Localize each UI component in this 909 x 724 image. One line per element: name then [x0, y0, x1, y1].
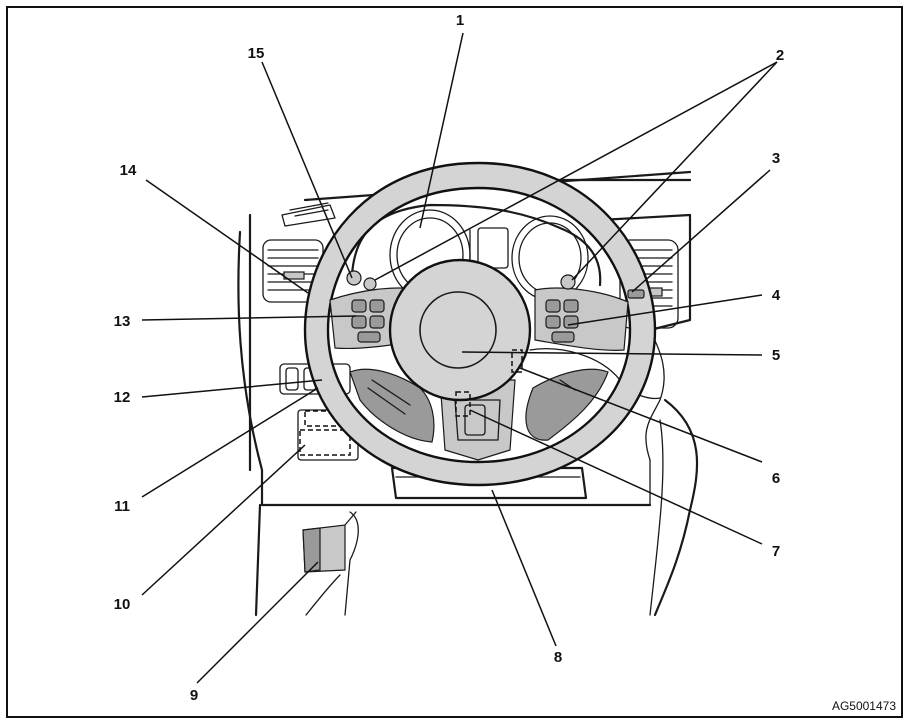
callout-11: 11	[114, 498, 130, 515]
callout-13: 13	[114, 313, 131, 330]
callout-7: 7	[772, 543, 780, 560]
callout-2: 2	[776, 47, 784, 64]
figure-id: AG5001473	[832, 699, 896, 713]
callout-5: 5	[772, 347, 780, 364]
callout-1: 1	[456, 12, 464, 29]
callout-6: 6	[772, 470, 780, 487]
callout-4: 4	[772, 287, 781, 304]
callout-3: 3	[772, 150, 780, 167]
callout-15: 15	[248, 45, 265, 62]
callout-9: 9	[190, 687, 198, 704]
callout-10: 10	[114, 596, 131, 613]
callout-8: 8	[554, 649, 562, 666]
callout-12: 12	[114, 389, 131, 406]
dashed-item-6	[511, 349, 523, 373]
callout-14: 14	[120, 162, 137, 179]
callout-labels: 1 2 3 4 5 6 7 8 9 10 11 12 13 14 15	[114, 12, 785, 704]
dashboard-outline	[237, 170, 699, 617]
lower-left-area	[254, 503, 359, 617]
leader-lines	[141, 32, 778, 684]
dashed-item-7	[455, 391, 471, 417]
wiper-lever	[627, 289, 645, 299]
